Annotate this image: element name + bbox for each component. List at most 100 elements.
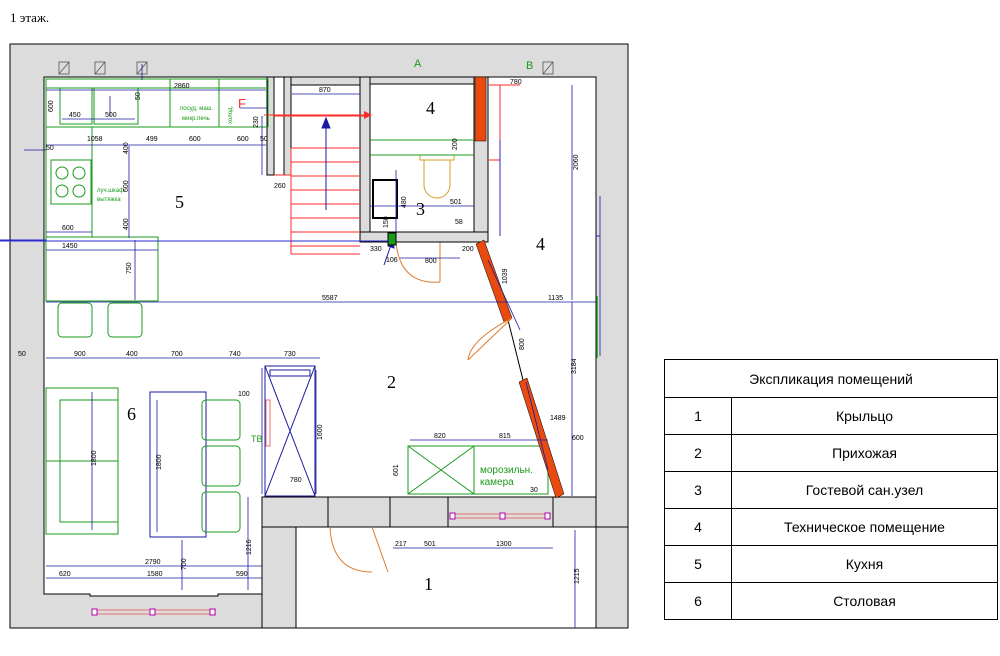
legend-row-name: Кухня — [731, 545, 998, 583]
dim: 800 — [425, 258, 437, 265]
stove — [50, 159, 92, 205]
dimension-texts: 2860 870 780 600 450 500 50 1058 499 600… — [18, 79, 584, 584]
label-fridge: холод. — [228, 106, 234, 124]
dim: 600 — [572, 435, 584, 442]
room-label-4-upper: 4 — [426, 98, 435, 118]
dim: 5587 — [322, 295, 338, 302]
dim: 230 — [253, 116, 260, 128]
dim: 499 — [146, 136, 158, 143]
dim: 1450 — [62, 243, 78, 250]
legend-row-number: 1 — [664, 397, 732, 435]
label-freezer-1: морозильн. — [480, 465, 533, 476]
legend-row-name: Техническое помещение — [731, 508, 998, 546]
label-microwave: микр.печь — [182, 116, 210, 122]
dim: 1800 — [91, 450, 98, 466]
dim: 800 — [519, 338, 526, 350]
dining-table — [149, 391, 207, 538]
dim: 100 — [238, 391, 250, 398]
sofa — [45, 387, 119, 535]
dim: 200 — [462, 246, 474, 253]
dim: 1300 — [496, 541, 512, 548]
dim: 590 — [236, 571, 248, 578]
dim: 501 — [450, 199, 462, 206]
dim: 820 — [434, 433, 446, 440]
dim: 217 — [395, 541, 407, 548]
kitchen-counter — [45, 78, 269, 302]
dim: 601 — [393, 464, 400, 476]
dim: 50 — [135, 92, 142, 100]
room-label-6: 6 — [127, 404, 136, 424]
dim: 1800 — [156, 454, 163, 470]
dim: 480 — [401, 196, 408, 208]
dim: 2060 — [573, 154, 580, 170]
dim: 260 — [274, 183, 286, 190]
sink — [372, 179, 398, 219]
legend-row: 5 Кухня — [664, 545, 998, 583]
label-tv: ТВ — [251, 434, 263, 444]
rooms-legend-table: Экспликация помещений 1 Крыльцо 2 Прихож… — [664, 359, 998, 620]
dim: 870 — [319, 87, 331, 94]
dim: 150 — [383, 216, 390, 228]
dim: 600 — [189, 136, 201, 143]
dim: 501 — [424, 541, 436, 548]
dim: 740 — [229, 351, 241, 358]
legend-row-number: 4 — [664, 508, 732, 546]
dim: 600 — [123, 180, 130, 192]
dim: 58 — [455, 219, 463, 226]
dim: 600 — [48, 100, 55, 112]
dim: 620 — [59, 571, 71, 578]
dim: 700 — [181, 558, 188, 570]
room-label-3: 3 — [416, 199, 425, 219]
dim: 50 — [260, 136, 268, 143]
label-dishwasher: посуд. маш. — [180, 106, 213, 112]
legend-row: 2 Прихожая — [664, 434, 998, 472]
dim: 1489 — [550, 415, 566, 422]
room-label-2: 2 — [387, 372, 396, 392]
bar-chairs — [57, 302, 143, 338]
dim: 50 — [18, 351, 26, 358]
legend-row: 1 Крыльцо — [664, 397, 998, 435]
dim: 400 — [123, 218, 130, 230]
room-label-5: 5 — [175, 192, 184, 212]
page-title: 1 этаж. — [10, 10, 50, 25]
dim: 1580 — [147, 571, 163, 578]
dim: 1039 — [502, 268, 509, 284]
dim: 330 — [370, 246, 382, 253]
dim: 1058 — [87, 136, 103, 143]
dim: 900 — [74, 351, 86, 358]
inner-walls — [261, 76, 629, 629]
label-cabinet: луч.шкаф — [97, 188, 124, 194]
legend-row: 3 Гостевой сан.узел — [664, 471, 998, 509]
dim: 1135 — [548, 295, 563, 302]
room-label-4-right: 4 — [536, 234, 545, 254]
label-hood: вытяжка — [97, 197, 121, 203]
legend-row-number: 3 — [664, 471, 732, 509]
legend-row-number: 6 — [664, 582, 732, 620]
legend-row-name: Столовая — [731, 582, 998, 620]
wardrobe — [264, 365, 316, 497]
legend-row-name: Гостевой сан.узел — [731, 471, 998, 509]
dimension-lines — [24, 64, 601, 628]
dim: 2790 — [145, 559, 161, 566]
dim: 200 — [452, 138, 459, 150]
dim: 2860 — [174, 83, 190, 90]
dim: 815 — [499, 433, 511, 440]
dim: 1600 — [317, 424, 324, 440]
dim: 1216 — [246, 539, 253, 555]
label-freezer-2: камера — [480, 477, 514, 488]
legend-row: 4 Техническое помещение — [664, 508, 998, 546]
dim: 750 — [126, 262, 133, 274]
dim: 600 — [237, 136, 249, 143]
dim: 780 — [290, 477, 302, 484]
dim: 106 — [386, 257, 398, 264]
dim: 730 — [284, 351, 296, 358]
legend-header: Экспликация помещений — [664, 359, 998, 398]
dim: 3184 — [571, 358, 578, 374]
dim: 400 — [123, 142, 130, 154]
room-label-1: 1 — [424, 574, 433, 594]
glass-walls — [474, 76, 565, 499]
dim: 700 — [171, 351, 183, 358]
toilet — [419, 154, 455, 199]
dim: 30 — [530, 487, 538, 494]
